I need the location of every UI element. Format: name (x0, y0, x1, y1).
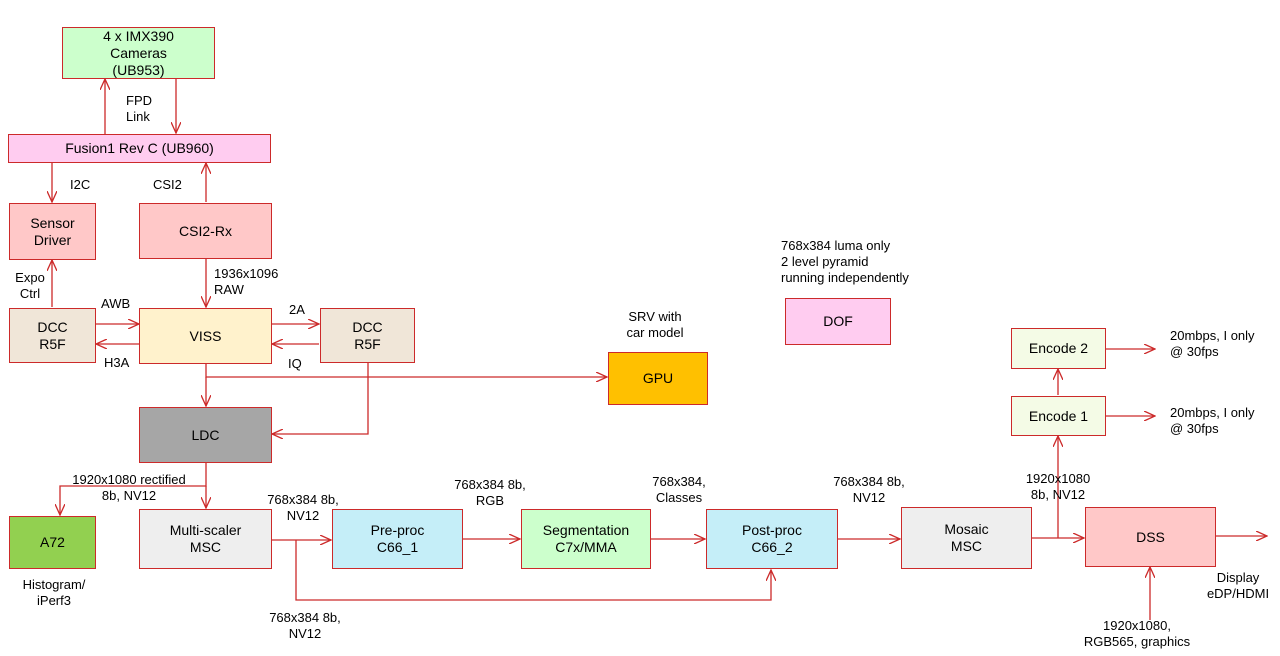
wire-ldc-to-a72 (60, 463, 207, 515)
gpu-block: GPU (608, 352, 708, 405)
msc-block: Multi-scaler MSC (139, 509, 272, 569)
dcc-left-block: DCC R5F (9, 308, 96, 363)
ldc-block: LDC (139, 407, 272, 463)
expo-ctrl-label: Expo Ctrl (15, 270, 45, 301)
iq-label: IQ (288, 356, 302, 371)
dss-block: DSS (1085, 507, 1216, 567)
i2c-label: I2C (70, 177, 91, 192)
rectified-output-label: 1920x1080 rectified 8b, NV12 (72, 472, 186, 503)
encode2-output-label: 20mbps, I only @ 30fps (1170, 328, 1255, 359)
srv-note-label: SRV with car model (626, 309, 684, 340)
preproc-output-label: 768x384 8b, RGB (454, 477, 526, 508)
cameras-block: 4 x IMX390 Cameras (UB953) (62, 27, 215, 79)
segmentation-output-label: 768x384, Classes (652, 474, 706, 505)
fusion-block: Fusion1 Rev C (UB960) (8, 134, 271, 163)
wire-viss-to-gpu (205, 364, 607, 377)
dof-note-label: 768x384 luma only 2 level pyramid runnin… (781, 238, 909, 285)
two-a-label: 2A (289, 302, 305, 317)
viss-block: VISS (139, 308, 272, 364)
mosaic-output-label: 1920x1080 8b, NV12 (1025, 471, 1091, 502)
mosaic-block: Mosaic MSC (901, 507, 1032, 569)
msc-output-label: 768x384 8b, NV12 (267, 492, 339, 523)
fpd-link-label: FPD Link (126, 93, 152, 124)
segmentation-block: Segmentation C7x/MMA (521, 509, 651, 569)
bypass-output-label: 768x384 8b, NV12 (269, 610, 341, 641)
encode1-block: Encode 1 (1011, 396, 1106, 436)
raw-resolution-label: 1936x1096 RAW (214, 266, 279, 297)
preproc-block: Pre-proc C66_1 (332, 509, 463, 569)
graphics-input-label: 1920x1080, RGB565, graphics (1083, 618, 1191, 649)
csi2rx-block: CSI2-Rx (139, 203, 272, 259)
display-output-label: Display eDP/HDMI (1206, 570, 1270, 601)
wire-msc-bypass (295, 540, 771, 601)
dcc-right-block: DCC R5F (320, 308, 415, 363)
h3a-label: H3A (104, 355, 130, 370)
a72-block: A72 (9, 516, 96, 569)
csi2-label: CSI2 (153, 177, 182, 192)
postproc-block: Post-proc C66_2 (706, 509, 838, 569)
histogram-label: Histogram/ iPerf3 (22, 577, 86, 608)
wire-dcc-to-ldc (272, 363, 369, 434)
awb-label: AWB (101, 296, 131, 311)
encode2-block: Encode 2 (1011, 328, 1106, 369)
encode1-output-label: 20mbps, I only @ 30fps (1170, 405, 1255, 436)
dof-block: DOF (785, 298, 891, 345)
postproc-output-label: 768x384 8b, NV12 (833, 474, 905, 505)
sensor-driver-block: Sensor Driver (9, 203, 96, 260)
